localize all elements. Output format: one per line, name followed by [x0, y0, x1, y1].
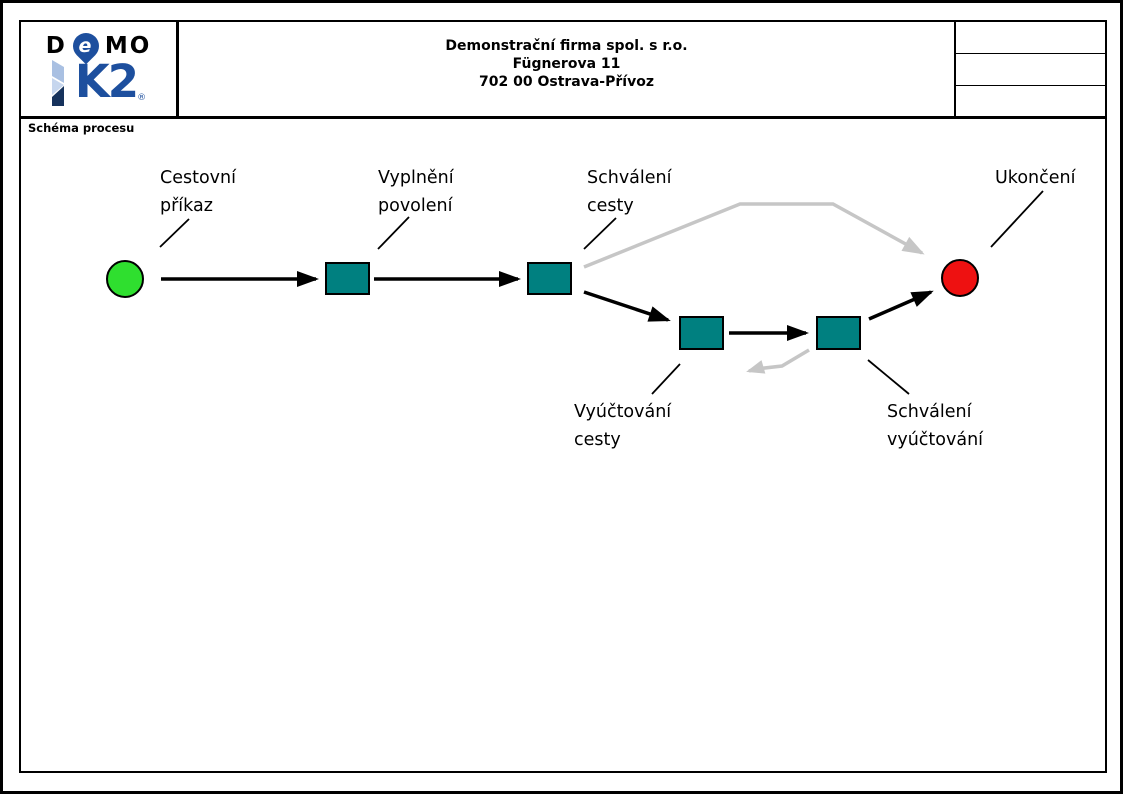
node-approve-trip	[527, 262, 572, 295]
company-address-block: Demonstrační firma spol. s r.o. Fügnerov…	[179, 22, 954, 116]
node-trip-billing	[679, 316, 724, 350]
k2-logo-demo-row: D e MO	[45, 27, 152, 65]
header-info-cell-1	[956, 22, 1105, 54]
logo-letters-mo: MO	[104, 33, 152, 59]
process-edges-layer	[159, 190, 1044, 395]
label-end-event: Ukončení	[995, 168, 1076, 188]
label-approve-billing: Schválení vyúčtování	[887, 402, 984, 450]
k2-logo: D e MO K2 ®	[21, 22, 179, 116]
node-approve-billing	[816, 316, 861, 350]
section-title: Schéma procesu	[28, 121, 135, 135]
leader-approve-trip-label	[583, 217, 617, 250]
leader-trip-billing-label	[651, 363, 681, 395]
logo-letter-d: D	[45, 33, 67, 59]
edge-approve-billing-to-end	[868, 290, 934, 321]
edge-approve-billing-return-to-trip-billing	[746, 348, 810, 374]
company-street: Fügnerova 11	[512, 56, 621, 72]
node-end-event	[941, 259, 979, 297]
leader-start-label	[159, 218, 190, 248]
company-name: Demonstrační firma spol. s r.o.	[445, 38, 688, 54]
report-header: D e MO K2 ® Demonstrační	[21, 22, 1105, 119]
logo-k2-text: K2	[74, 55, 139, 108]
label-approve-trip: Schválení cesty	[587, 168, 672, 216]
company-city: 702 00 Ostrava-Přívoz	[479, 74, 654, 90]
edge-approve-trip-to-end-skip	[583, 202, 925, 269]
leader-fill-permit-label	[377, 216, 410, 250]
label-trip-billing: Vyúčtování cesty	[574, 402, 672, 450]
logo-registered-mark: ®	[137, 93, 147, 103]
node-start-event	[106, 260, 144, 298]
node-fill-permit	[325, 262, 370, 295]
header-info-box	[954, 22, 1105, 116]
header-info-cell-2	[956, 54, 1105, 86]
label-fill-permit: Vyplnění povolení	[378, 168, 454, 216]
label-start-event: Cestovní příkaz	[160, 168, 236, 216]
leader-approve-billing-label	[867, 359, 910, 395]
leader-end-label	[990, 190, 1044, 248]
edge-approve-trip-to-trip-billing	[583, 290, 671, 322]
report-frame: D e MO K2 ® Demonstrační	[19, 20, 1107, 773]
k2-logo-mark: K2 ®	[51, 57, 146, 107]
k2-chevron-icon	[51, 60, 64, 106]
